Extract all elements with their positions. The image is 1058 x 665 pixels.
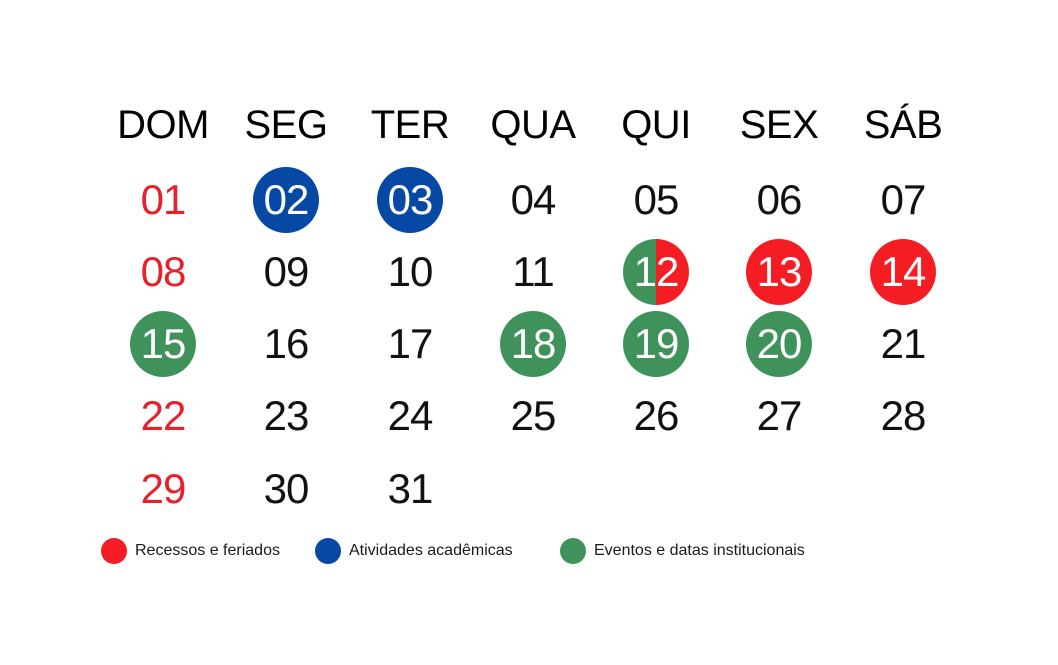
day-number: 09 — [263, 248, 310, 295]
day-16[interactable]: 16 — [253, 311, 319, 377]
day-number: 17 — [387, 320, 434, 367]
day-04[interactable]: 04 — [500, 167, 566, 233]
day-31[interactable]: 31 — [377, 456, 443, 522]
day-number: 08 — [140, 248, 187, 295]
day-10[interactable]: 10 — [377, 239, 443, 305]
day-number: 07 — [880, 176, 927, 223]
day-19[interactable]: 19 — [623, 311, 689, 377]
day-number: 29 — [140, 465, 187, 512]
day-11[interactable]: 11 — [500, 239, 566, 305]
day-number: 12 — [633, 248, 680, 295]
day-number: 06 — [756, 176, 803, 223]
day-number: 03 — [387, 176, 434, 223]
weekday-qua: QUA — [490, 103, 576, 147]
day-number: 26 — [633, 392, 680, 439]
day-03[interactable]: 03 — [377, 167, 443, 233]
legend-label-eventos: Eventos e datas institucionais — [594, 542, 805, 559]
day-number: 14 — [880, 248, 927, 295]
day-number: 21 — [880, 320, 927, 367]
weekday-sex: SEX — [739, 103, 819, 147]
day-number: 25 — [510, 392, 557, 439]
day-18[interactable]: 18 — [500, 311, 566, 377]
day-number: 19 — [633, 320, 680, 367]
day-20[interactable]: 20 — [746, 311, 812, 377]
day-12[interactable]: 12 — [623, 239, 689, 305]
day-number: 23 — [263, 392, 310, 439]
day-30[interactable]: 30 — [253, 456, 319, 522]
day-number: 27 — [756, 392, 803, 439]
day-06[interactable]: 06 — [746, 167, 812, 233]
legend: Recessos e feriados Atividades acadêmica… — [101, 537, 961, 565]
day-number: 31 — [387, 465, 434, 512]
day-number: 15 — [140, 320, 187, 367]
day-14[interactable]: 14 — [870, 239, 936, 305]
day-25[interactable]: 25 — [500, 383, 566, 449]
weekday-sab: SÁB — [863, 103, 943, 147]
day-27[interactable]: 27 — [746, 383, 812, 449]
weekday-seg: SEG — [244, 103, 328, 147]
day-number: 04 — [510, 176, 557, 223]
day-number: 30 — [263, 465, 310, 512]
weekday-ter: TER — [370, 103, 450, 147]
legend-item-atividades: Atividades acadêmicas — [315, 537, 513, 565]
day-24[interactable]: 24 — [377, 383, 443, 449]
day-number: 18 — [510, 320, 557, 367]
day-17[interactable]: 17 — [377, 311, 443, 377]
day-02[interactable]: 02 — [253, 167, 319, 233]
day-13[interactable]: 13 — [746, 239, 812, 305]
day-number: 01 — [140, 176, 187, 223]
calendar-days-grid: 01 02 03 04 05 06 07 08 09 10 11 12 13 14 15 16 17 18 19 20… — [101, 0, 963, 540]
day-08[interactable]: 08 — [130, 239, 196, 305]
day-number: 22 — [140, 392, 187, 439]
weekday-dom: DOM — [117, 103, 209, 147]
legend-label-atividades: Atividades acadêmicas — [349, 542, 513, 559]
day-01[interactable]: 01 — [130, 167, 196, 233]
weekday-header-row: DOM SEG TER QUA QUI SEX SÁB — [101, 98, 963, 152]
day-number: 11 — [512, 248, 555, 295]
day-number: 02 — [263, 176, 310, 223]
day-21[interactable]: 21 — [870, 311, 936, 377]
day-29[interactable]: 29 — [130, 456, 196, 522]
legend-blue-dot-icon — [315, 538, 341, 564]
day-22[interactable]: 22 — [130, 383, 196, 449]
day-07[interactable]: 07 — [870, 167, 936, 233]
day-number: 16 — [263, 320, 310, 367]
legend-label-recessos: Recessos e feriados — [135, 542, 280, 559]
legend-item-recessos: Recessos e feriados — [101, 537, 280, 565]
day-09[interactable]: 09 — [253, 239, 319, 305]
day-15[interactable]: 15 — [130, 311, 196, 377]
day-number: 13 — [756, 248, 803, 295]
legend-green-dot-icon — [560, 538, 586, 564]
day-26[interactable]: 26 — [623, 383, 689, 449]
day-number: 24 — [387, 392, 434, 439]
legend-item-eventos: Eventos e datas institucionais — [560, 537, 805, 565]
day-number: 20 — [756, 320, 803, 367]
day-number: 10 — [387, 248, 434, 295]
day-number: 28 — [880, 392, 927, 439]
day-number: 05 — [633, 176, 680, 223]
weekday-qui: QUI — [621, 103, 691, 147]
day-28[interactable]: 28 — [870, 383, 936, 449]
legend-red-dot-icon — [101, 538, 127, 564]
day-23[interactable]: 23 — [253, 383, 319, 449]
day-05[interactable]: 05 — [623, 167, 689, 233]
